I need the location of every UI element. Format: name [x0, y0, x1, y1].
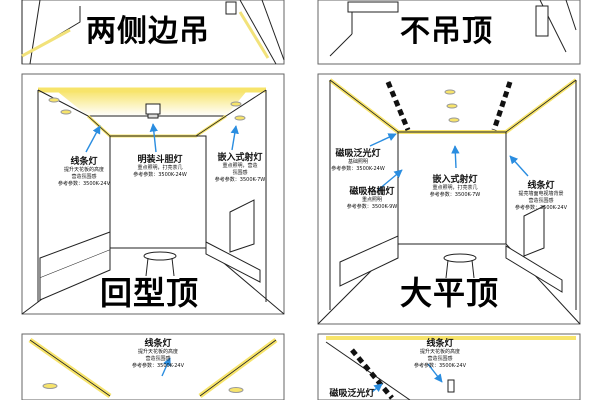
panel-mid-left	[21, 73, 285, 315]
label-name: 线条灯	[70, 157, 98, 167]
label-line: 参考参数：3500K-24V	[413, 363, 467, 369]
panel-top-right	[317, 0, 581, 65]
label-strip-light-2: 线条灯 提亮墙面电视墙背景 营造氛围感 参考参数：3500K-24V	[506, 178, 576, 212]
label-line: 提升天花板的高度	[137, 349, 178, 355]
title-top-right: 不吊顶	[400, 14, 493, 49]
panel-bottom-left	[21, 333, 285, 400]
label-recessed-light: 嵌入式射灯 重点照明，营造 氛围感 参考参数：3500K-7W	[206, 150, 274, 184]
panel-top-left	[21, 0, 285, 65]
label-line: 参考参数：3500K-7W	[214, 177, 266, 183]
label-line: 重点照明，营造	[222, 163, 258, 169]
label-name: 嵌入式射灯	[432, 175, 478, 185]
label-line: 营造氛围感	[528, 198, 554, 204]
title-mid-right: 大平顶	[400, 274, 500, 312]
label-name: 线条灯	[527, 181, 555, 191]
label-name: 线条灯	[426, 339, 454, 349]
label-spot-light: 明装斗胆灯 重点照明，打亮茶几 参考参数：3500K-24W	[122, 152, 198, 179]
label-magnetic-grille: 磁吸格栅灯 重点照明 参考参数：3500K-9W	[340, 184, 404, 211]
label-strip-light: 线条灯 提升天花板的高度 营造氛围感 参考参数：3500K-24V	[48, 154, 120, 188]
label-line: 营造氛围感	[427, 356, 453, 362]
label-name: 磁吸泛光灯	[329, 389, 375, 399]
label-line: 重点照明，打亮茶几	[432, 185, 478, 191]
label-line: 提升天花板的高度	[63, 167, 104, 173]
label-name: 磁吸格栅灯	[349, 187, 395, 197]
label-strip-light-4: 线条灯 提升天花板的高度 营造氛围感 参考参数：3500K-24V	[400, 336, 480, 370]
panel-frame	[317, 0, 581, 65]
label-name: 明装斗胆灯	[137, 155, 183, 165]
label-name: 线条灯	[144, 339, 172, 349]
label-magnetic-flood: 磁吸泛光灯 基础照明 参考参数：3500K-24W	[326, 146, 390, 173]
title-mid-left: 回型顶	[100, 274, 200, 312]
label-line: 重点照明	[361, 197, 382, 203]
label-name: 磁吸泛光灯	[335, 149, 381, 159]
label-name: 嵌入式射灯	[217, 153, 263, 163]
panel-mid-right	[317, 73, 581, 325]
label-magnetic-flood-2: 磁吸泛光灯	[322, 386, 382, 399]
label-line: 提亮墙面电视墙背景	[518, 191, 564, 197]
title-top-left: 两侧边吊	[86, 14, 210, 49]
label-line: 参考参数：3500K-24V	[514, 205, 568, 211]
label-line: 基础照明	[347, 159, 368, 165]
label-line: 重点照明，打亮茶几	[137, 165, 183, 171]
label-line: 营造氛围感	[145, 356, 171, 362]
label-line: 氛围感	[232, 170, 248, 176]
label-line: 参考参数：3500K-24W	[133, 172, 187, 178]
label-line: 提升天花板的高度	[419, 349, 460, 355]
panel-bottom-right	[317, 333, 581, 400]
label-line: 参考参数：3500K-24W	[331, 166, 385, 172]
label-line: 参考参数：3500K-24V	[57, 181, 111, 187]
label-recessed-light-2: 嵌入式射灯 重点照明，打亮茶几 参考参数：3500K-7W	[420, 172, 490, 199]
label-line: 参考参数：3500K-24V	[131, 363, 185, 369]
label-line: 参考参数：3500K-7W	[429, 192, 481, 198]
label-strip-light-3: 线条灯 提升天花板的高度 营造氛围感 参考参数：3500K-24V	[118, 336, 198, 370]
label-line: 参考参数：3500K-9W	[346, 204, 398, 210]
label-line: 营造氛围感	[71, 174, 97, 180]
